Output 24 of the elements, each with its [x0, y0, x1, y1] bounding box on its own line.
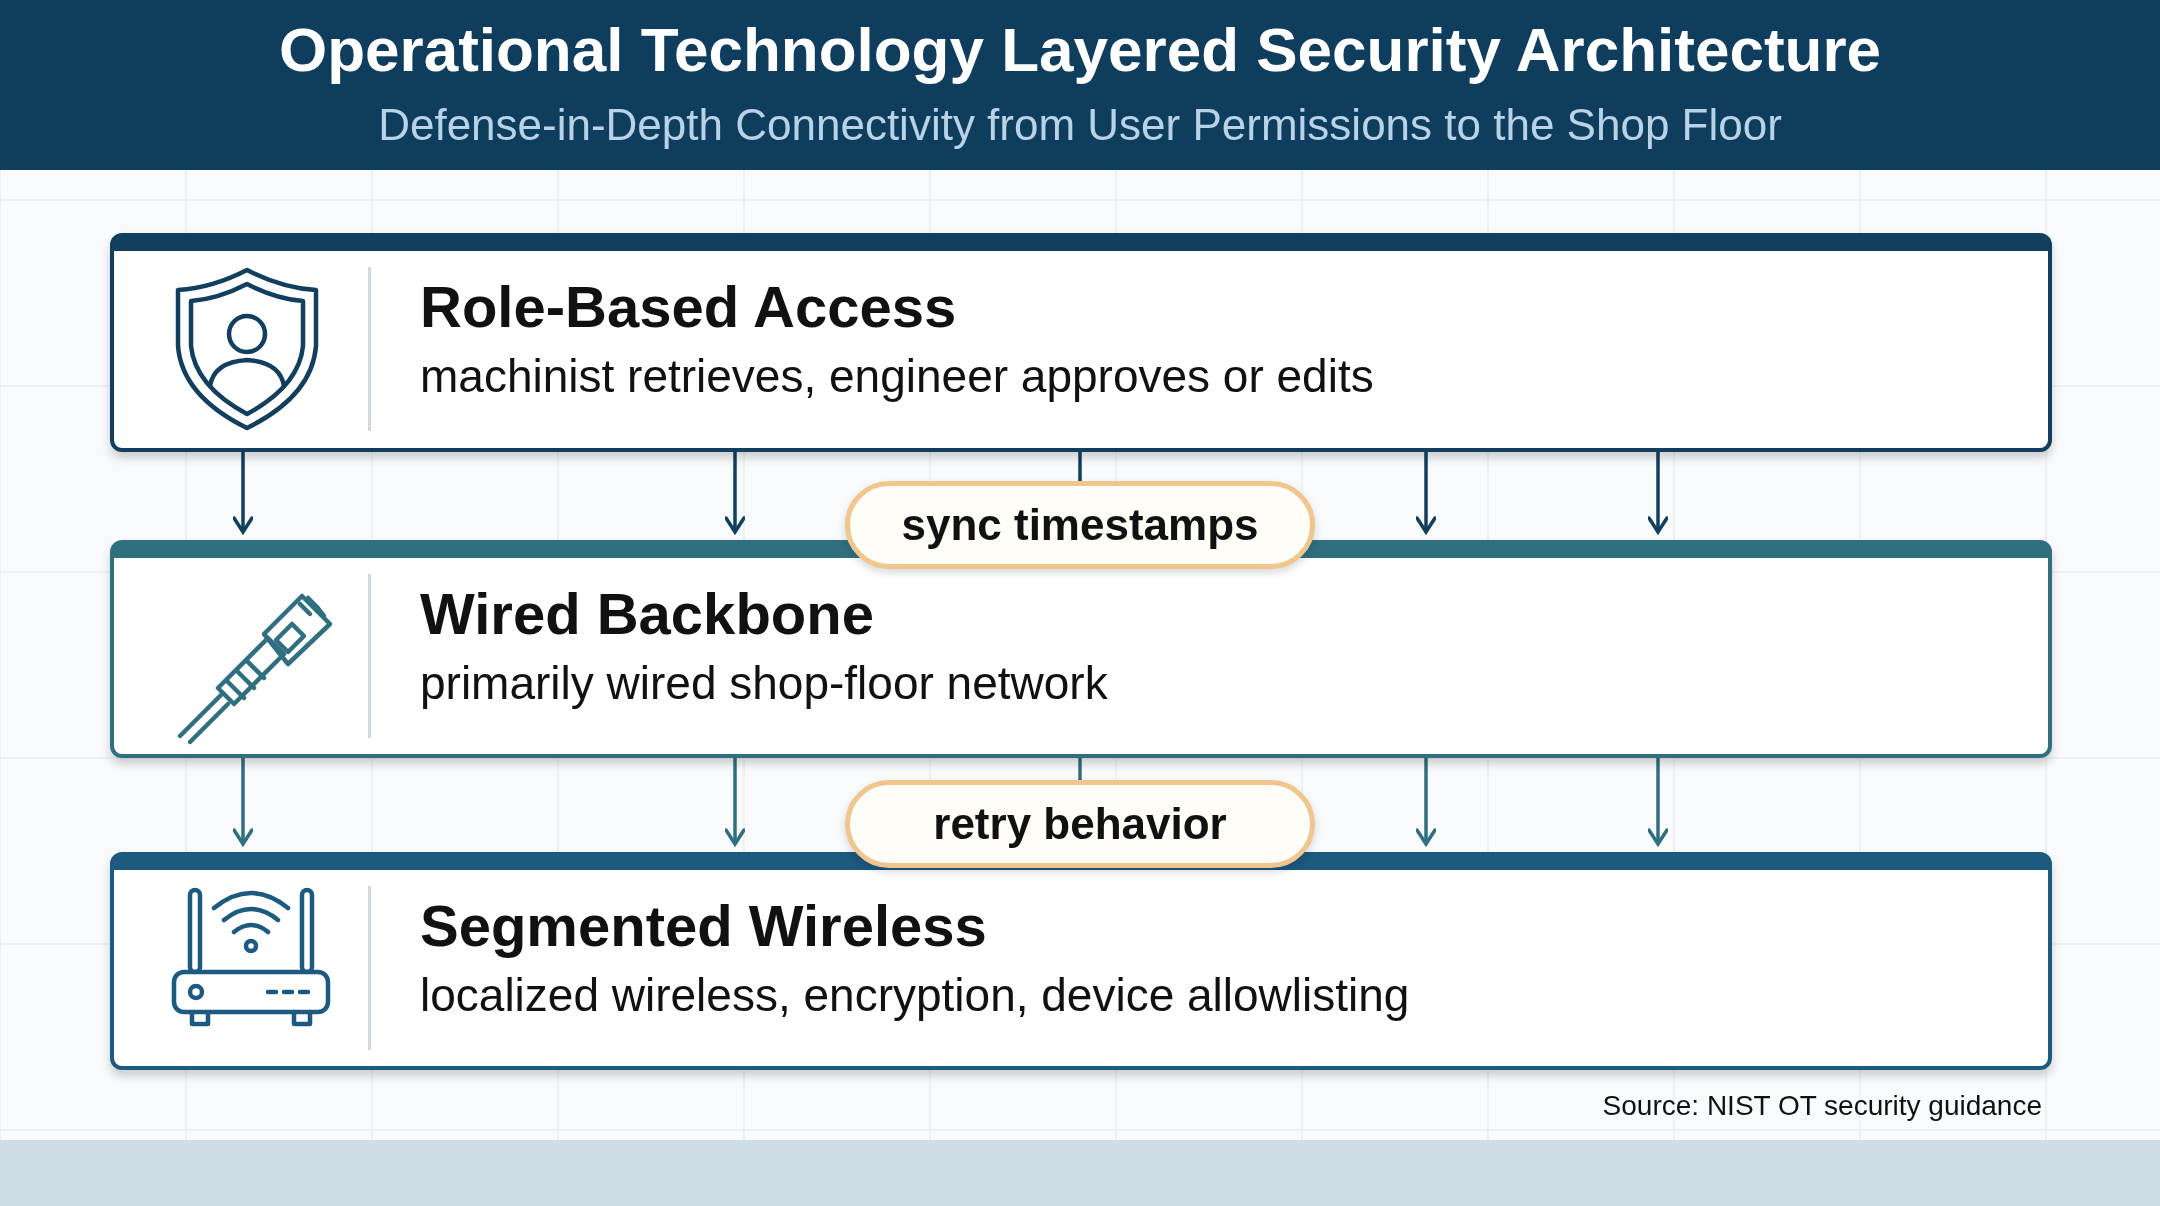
arrow [724, 452, 746, 534]
source-note: Source: NIST OT security guidance [1602, 1090, 2042, 1122]
layer-card [110, 233, 2052, 452]
arrow [1415, 452, 1437, 534]
label-pill [845, 780, 1315, 868]
arrow [1647, 758, 1669, 846]
layer-description: machinist retrieves, engineer approves or edits [420, 349, 1374, 403]
layer-card [110, 852, 2052, 1070]
arrow [1647, 452, 1669, 534]
connector-line [1078, 758, 1082, 780]
layer-heading: Segmented Wireless [420, 892, 987, 959]
layer-heading: Role-Based Access [420, 273, 957, 340]
arrow [232, 452, 254, 534]
arrow [724, 758, 746, 846]
arrow [1415, 758, 1437, 846]
arrow [232, 758, 254, 846]
layer-heading: Wired Backbone [420, 580, 874, 647]
subtitle: Defense-in-Depth Connectivity from User Permissions to the Shop Floor [377, 100, 1783, 150]
title: Operational Technology Layered Security Architecture [277, 14, 1883, 85]
connector-label: sync timestamps [901, 500, 1259, 550]
connector-line [1078, 452, 1082, 481]
connector-label: retry behavior [933, 799, 1227, 849]
layer-description: localized wireless, encryption, device allowlisting [420, 968, 1410, 1022]
layer-description: primarily wired shop-floor network [420, 656, 1108, 710]
